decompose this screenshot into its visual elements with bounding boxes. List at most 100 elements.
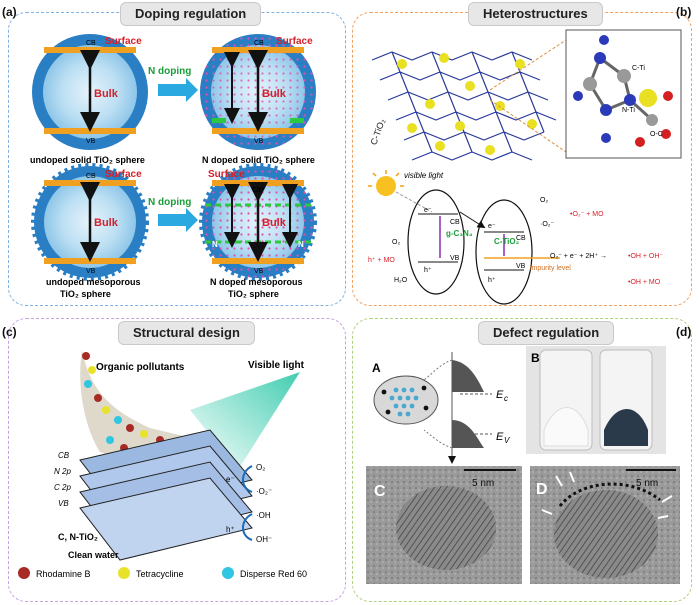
gc3n4-label: g-C₃N₄ xyxy=(446,229,473,238)
c-oh: ·OH xyxy=(256,511,271,520)
legend-swatch-tetracycline xyxy=(118,567,130,579)
sph2-vb: VB xyxy=(254,138,264,145)
legend-label-2: Disperse Red 60 xyxy=(240,569,307,579)
sph4-bulk: Bulk xyxy=(262,217,287,229)
c-cb: CB xyxy=(58,451,70,460)
c-o2rad: ·O₂⁻ xyxy=(256,487,272,496)
c-vb: VB xyxy=(58,499,69,508)
b-h2o: H₂O xyxy=(394,277,408,284)
c-o2: O₂ xyxy=(256,463,265,472)
panel-defect-regulation xyxy=(352,318,692,602)
caption-undoped-solid: undoped solid TiO₂ sphere xyxy=(30,155,145,165)
sph4-vb: VB xyxy=(254,268,264,275)
b-h-left: h⁺ xyxy=(424,267,432,274)
b-eq2: O₂⁻ + e⁻ + 2H⁺ → xyxy=(550,253,607,260)
panel-d-title: Defect regulation xyxy=(478,321,615,345)
caption-n-doped-meso-1: N doped mesoporous xyxy=(210,277,303,287)
d-scale-c: 5 nm xyxy=(472,478,494,489)
sph4-surface: Surface xyxy=(208,169,245,180)
defect-arrows xyxy=(541,471,673,519)
d-ec-sub: c xyxy=(504,394,508,403)
c-clean-water: Clean water xyxy=(68,550,119,560)
sph4-n-right: N xyxy=(298,240,304,249)
panel-b-title: Heterostructures xyxy=(468,2,603,26)
legend-swatch-disperse xyxy=(222,567,234,579)
sun-icon xyxy=(368,170,404,196)
c-h: h⁺ xyxy=(226,525,235,534)
c-material: C, N-TiO₂ xyxy=(58,532,98,542)
b-cb-left: CB xyxy=(450,219,460,226)
caption-undoped-meso-2: TiO₂ sphere xyxy=(60,289,111,299)
n-doped-solid-sphere xyxy=(200,34,316,150)
d-label-c: C xyxy=(374,483,386,500)
atom-o-c: O-C xyxy=(650,131,663,138)
panel-a-tag: (a) xyxy=(2,5,17,19)
visible-light-c: Visible light xyxy=(248,360,305,371)
sph2-cb: CB xyxy=(254,40,264,47)
b-vb-left: VB xyxy=(450,255,460,262)
sph1-bulk: Bulk xyxy=(94,88,119,100)
b-h-right: h⁺ xyxy=(488,277,496,284)
panel-b-tag: (b) xyxy=(676,5,692,19)
d-ev-sub: V xyxy=(504,436,510,445)
n-doped-mesoporous-sphere xyxy=(199,163,317,281)
d-ec: E xyxy=(496,389,504,401)
sph4-cb-star: CB* xyxy=(252,187,265,194)
b-e-left: e⁻ xyxy=(424,207,432,214)
impurity-label: impurity level xyxy=(530,265,571,272)
b-eq1: •O₂⁻ + MO xyxy=(570,211,604,218)
legend-label-0: Rhodamine B xyxy=(36,569,91,579)
sph2-bulk: Bulk xyxy=(262,88,287,100)
atom-c-ti: C-Ti xyxy=(632,65,645,72)
b-o2-left: O₂ xyxy=(392,239,400,246)
panel-c-tag: (c) xyxy=(2,325,17,339)
legend xyxy=(18,567,234,579)
arrow-n-doping-2: N doping xyxy=(148,197,191,208)
panel-d-tag: (d) xyxy=(676,325,692,339)
b-hmo: h⁺ + MO xyxy=(368,257,395,264)
atom-n-ti: N-Ti xyxy=(622,107,635,114)
d-label-d: D xyxy=(536,481,548,498)
b-o2-right: O₂ xyxy=(540,197,548,204)
arrow-n-doping-1: N doping xyxy=(148,66,191,77)
b-eq4: •OH + MO xyxy=(628,279,661,286)
b-o2rad-right: ·O₂⁻ xyxy=(540,221,554,228)
sph1-vb: VB xyxy=(86,138,96,145)
ctio2-box-label: C-TiO₂ xyxy=(494,237,520,246)
organic-pollutants-label: Organic pollutants xyxy=(96,362,185,373)
c-ohm: OH⁻ xyxy=(256,535,272,544)
b-eq3: •OH + OH⁻ xyxy=(628,253,663,260)
d-label-b: B xyxy=(531,351,540,365)
d-a-dots xyxy=(389,387,419,417)
panel-c-title: Structural design xyxy=(118,321,255,345)
sph4-n-left: N xyxy=(212,240,218,249)
sph1-surface: Surface xyxy=(105,36,142,47)
panel-a-title: Doping regulation xyxy=(120,2,262,26)
sph3-bulk: Bulk xyxy=(94,217,119,229)
sph3-cb: CB xyxy=(86,173,96,180)
undoped-mesoporous-sphere xyxy=(31,163,149,281)
c-c2p: C 2p xyxy=(54,483,71,492)
legend-swatch-rhodamine xyxy=(18,567,30,579)
molecule-zoom xyxy=(573,35,673,147)
sph3-vb: VB xyxy=(86,268,96,275)
c-n2p: N 2p xyxy=(54,467,71,476)
b-cb-right: CB xyxy=(516,235,526,242)
caption-n-doped-solid: N doped solid TiO₂ sphere xyxy=(202,155,315,165)
layered-slab xyxy=(79,429,253,561)
sph2-surface: Surface xyxy=(276,36,313,47)
b-vb-right: VB xyxy=(516,263,526,270)
ti-atoms xyxy=(397,53,537,155)
visible-light-label: visible light xyxy=(404,171,444,180)
sph3-surface: Surface xyxy=(105,169,142,180)
caption-n-doped-meso-2: TiO₂ sphere xyxy=(228,289,279,299)
d-label-a: A xyxy=(372,361,381,375)
panel-structural-design xyxy=(8,318,346,602)
c-e: e⁻ xyxy=(226,475,235,484)
b-e-right: e⁻ xyxy=(488,223,496,230)
legend-label-1: Tetracycline xyxy=(136,569,184,579)
